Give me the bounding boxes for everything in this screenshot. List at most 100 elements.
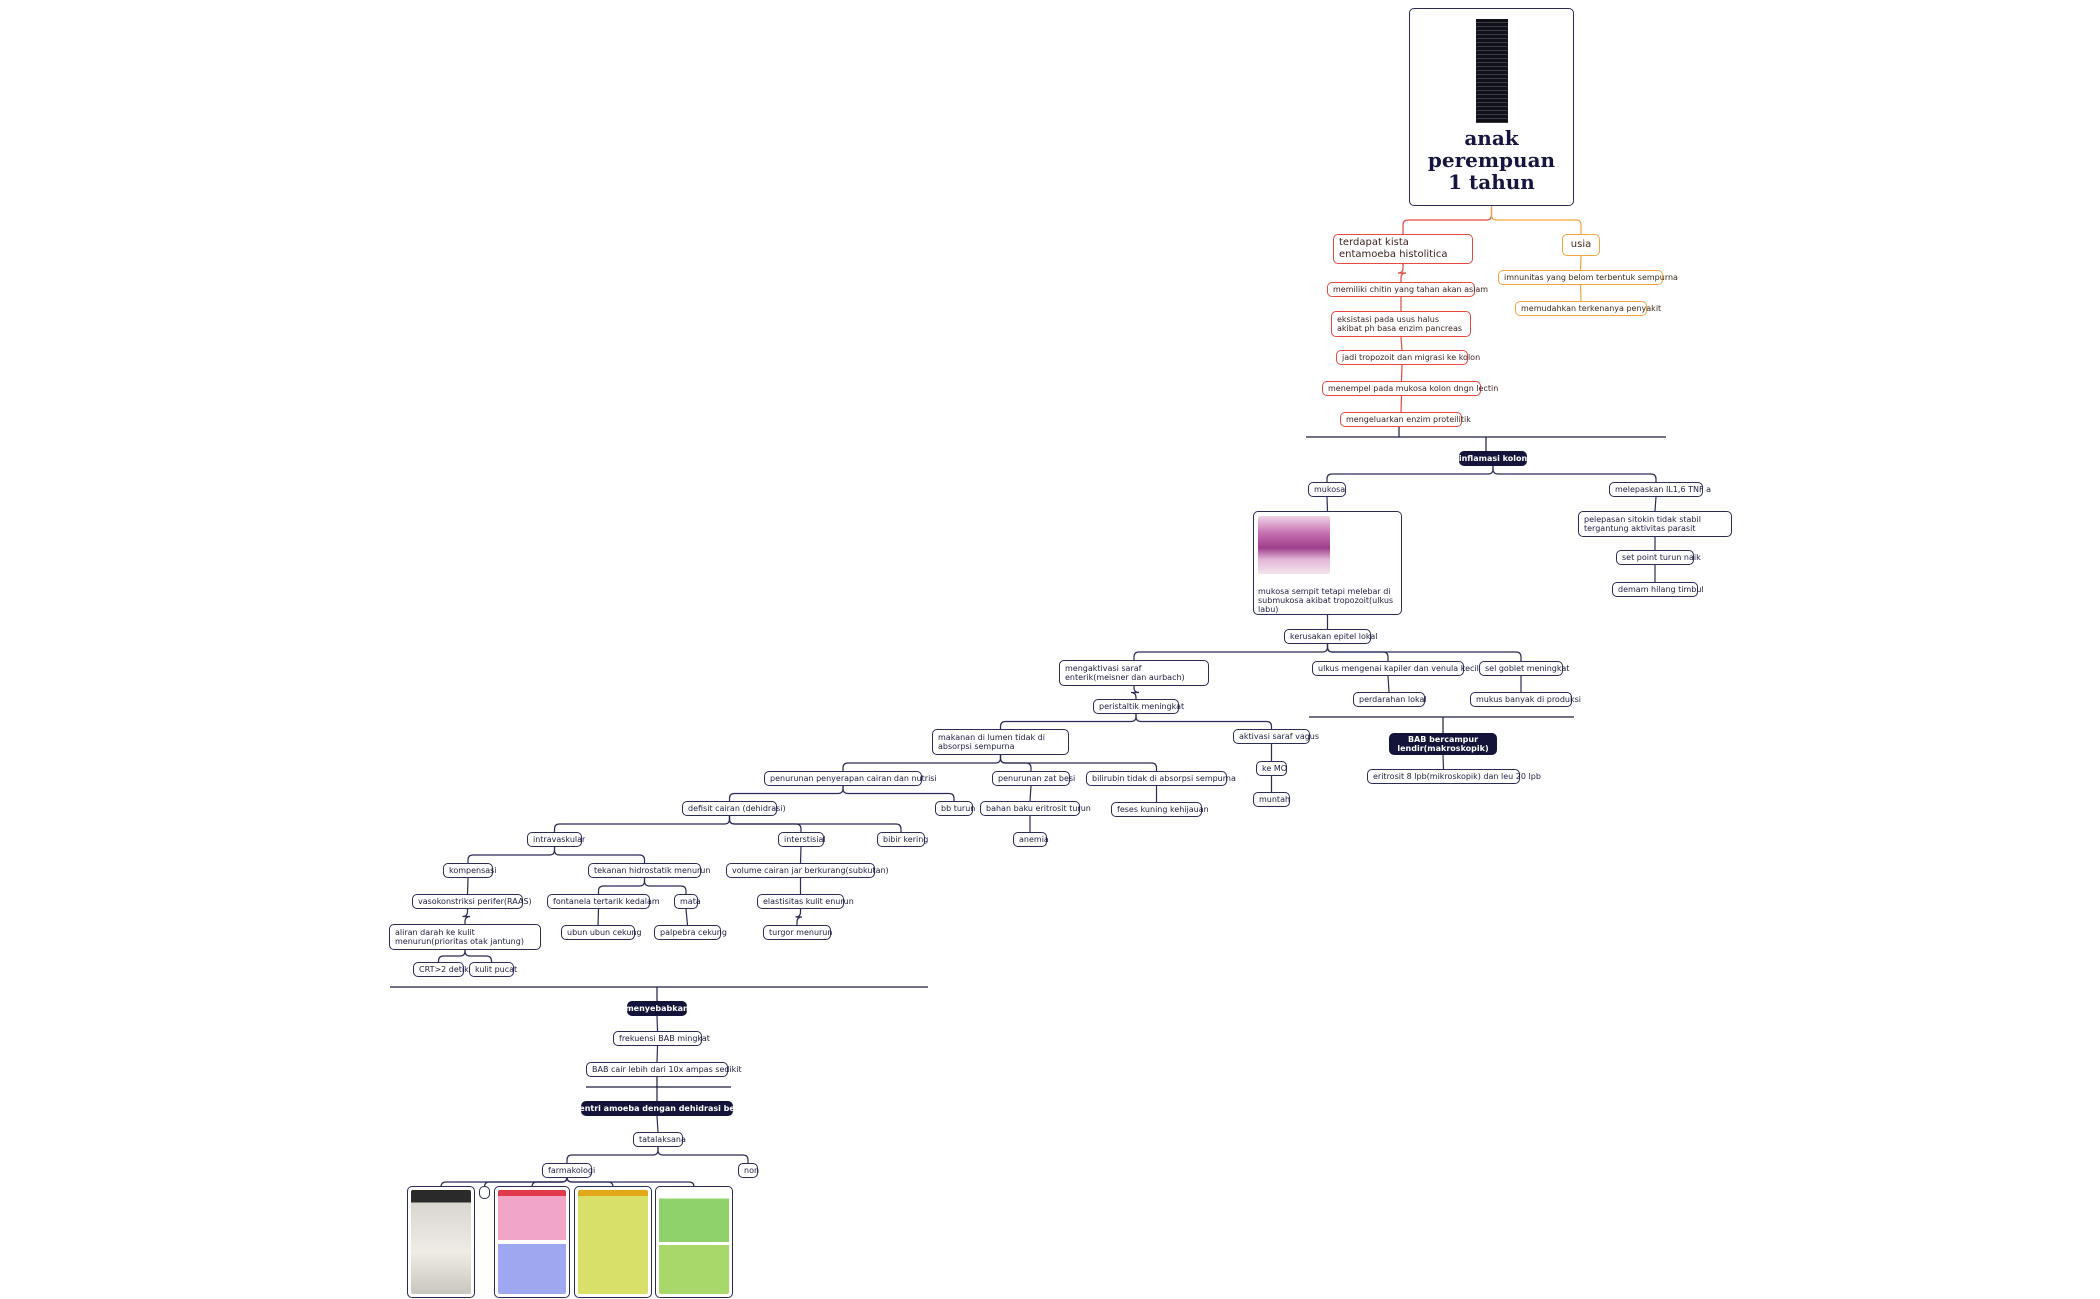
node-penurunan-cairan[interactable]: penurunan penyerapan cairan dan nutrisi — [764, 771, 937, 786]
node-kompensasi[interactable]: kompensasi — [443, 863, 497, 878]
connector-n-fontanela — [597, 878, 646, 894]
node-vasokonstriksi[interactable]: vasokonstriksi perifer(RAAS) — [412, 894, 532, 909]
node-interstisial[interactable]: interstisial — [778, 832, 826, 847]
node-memudahkan[interactable]: memudahkan terkenanya penyakit — [1515, 301, 1661, 316]
connector-n-tekanan — [553, 847, 646, 863]
connector-n-pelepasan — [1654, 496, 1657, 512]
pink-reference-card[interactable] — [494, 1186, 570, 1298]
node-feses[interactable]: feses kuning kehijauan — [1111, 802, 1209, 817]
node-bahan-baku[interactable]: bahan baku eritrosit turun — [980, 801, 1091, 816]
node-eritrosit[interactable]: eritrosit 8 lpb(mikroskopik) dan leu 20 … — [1367, 769, 1541, 784]
node-tropozoit[interactable]: jadi tropozoit dan migrasi ke kolon — [1336, 350, 1480, 365]
node-tatalaksana[interactable]: tatalaksana — [633, 1132, 686, 1147]
node-elastisitas[interactable]: elastisitas kulit enurun — [757, 894, 854, 909]
connector-n-perdarahan — [1387, 675, 1390, 693]
node-mukosa-desc[interactable]: mukosa sempit tetapi melebar di submukos… — [1253, 511, 1402, 615]
node-setpoint[interactable]: set point turun naik — [1616, 550, 1701, 565]
connector-n-kompensasi — [467, 847, 556, 863]
connector-n-memudahkan — [1579, 284, 1582, 302]
connector-n-farmakologi — [566, 1147, 659, 1163]
node-defisit[interactable]: defisit cairan (dehidrasi) — [682, 801, 786, 816]
node-fontanela[interactable]: fontanela tertarik kedalam — [547, 894, 660, 909]
connector-n-babcair — [656, 1045, 659, 1063]
node-bab-darah[interactable]: BAB bercampur lendir(makroskopik) — [1389, 733, 1497, 755]
node-intravaskular[interactable]: intravaskular — [527, 832, 585, 847]
node-bibir-kering[interactable]: bibir kering — [877, 832, 928, 847]
connector-n-goblet — [1326, 644, 1522, 661]
connector-n-defisit — [728, 786, 844, 801]
connector-n-frekuensi — [656, 1015, 659, 1032]
node-pelepasan[interactable]: pelepasan sitokin tidak stabil tergantun… — [1578, 511, 1732, 537]
yellow-reference-image — [578, 1190, 648, 1294]
connector-n-bahanbaku — [1029, 785, 1032, 802]
connector-n-ubun — [597, 908, 600, 926]
node-mukus[interactable]: mukus banyak di produksi — [1470, 692, 1581, 707]
node-penurunan-besi[interactable]: penurunan zat besi — [992, 771, 1075, 786]
node-palpebra[interactable]: palpebra cekung — [654, 925, 727, 940]
node-farmakologi[interactable]: farmakologi — [542, 1163, 595, 1178]
node-inflamasi-kolon[interactable]: inflamasi kolon — [1459, 451, 1527, 466]
connector-n-aliran — [462, 909, 471, 924]
connector-n-volume — [799, 846, 802, 864]
node-chitin[interactable]: memiliki chitin yang tahan akan asiam — [1327, 282, 1488, 297]
node-eksistasi[interactable]: eksistasi pada usus halus akibat ph basa… — [1331, 311, 1471, 337]
handwritten-note-card[interactable] — [407, 1186, 475, 1298]
node-mukosa[interactable]: mukosa — [1308, 482, 1346, 497]
node-menempel[interactable]: menempel pada mukosa kolon dngn lectin — [1322, 381, 1498, 396]
connector-n-tatalaksana — [656, 1115, 659, 1133]
node-kista[interactable]: terdapat kista entamoeba histolitica — [1333, 234, 1473, 264]
node-ulkus[interactable]: ulkus mengenai kapiler dan venula kecil — [1312, 661, 1479, 676]
connector-n-crt — [437, 950, 466, 962]
node-kulit-pucat[interactable]: kulit pucat — [469, 962, 517, 977]
connector-n-mukosa-desc — [1326, 496, 1329, 512]
node-menyebabkan[interactable]: menyebabkan — [625, 1001, 689, 1016]
yellow-reference-card[interactable] — [574, 1186, 652, 1298]
node-non[interactable]: non — [738, 1163, 759, 1178]
green-reference-card[interactable] — [655, 1186, 733, 1298]
node-mata[interactable]: mata — [674, 894, 701, 909]
node-perdarahan[interactable]: perdarahan lokal — [1353, 692, 1427, 707]
node-ke-mo[interactable]: ke MO — [1256, 761, 1287, 776]
green-reference-image — [659, 1190, 729, 1294]
node-imunitas[interactable]: imnunitas yang belom terbentuk sempurna — [1498, 270, 1678, 285]
connector-n-kista — [1402, 206, 1493, 234]
connector-n-bbturun — [842, 786, 955, 801]
node-volume[interactable]: volume cairan jar berkurang(subkutan) — [726, 863, 889, 878]
histology-image — [1258, 516, 1330, 574]
handwritten-note-image — [411, 1190, 471, 1294]
node-usia[interactable]: usia — [1562, 234, 1600, 256]
node-mengaktivasi[interactable]: mengaktivasi saraf enterik(meisner dan a… — [1059, 660, 1209, 686]
node-melepaskan[interactable]: melepaskan IL1,6 TNF a — [1609, 482, 1711, 497]
mukosa-desc-text: mukosa sempit tetapi melebar di submukos… — [1258, 587, 1394, 614]
node-bb-turun[interactable]: bb turun — [935, 801, 975, 816]
node-anemia[interactable]: anemia — [1013, 832, 1049, 847]
connector-n-menempel — [1400, 364, 1403, 382]
node-crt[interactable]: CRT>2 detik — [413, 962, 469, 977]
node-enzim[interactable]: mengeluarkan enzim proteilitik — [1340, 412, 1471, 427]
node-turgor[interactable]: turgor menurun — [763, 925, 832, 940]
node-ubun[interactable]: ubun ubun cekung — [561, 925, 642, 940]
small-card[interactable] — [479, 1186, 490, 1199]
node-bab-cair[interactable]: BAB cair lebih dari 10x ampas sedikit — [586, 1062, 742, 1077]
node-goblet[interactable]: sel goblet meningkat — [1479, 661, 1569, 676]
connector-n-melepaskan — [1492, 466, 1657, 482]
node-frekuensi[interactable]: frekuensi BAB mingkat — [613, 1031, 710, 1046]
connector-n-chitin — [1397, 264, 1407, 282]
connector-n-non — [657, 1147, 749, 1163]
node-aktivasi-vagus[interactable]: aktivasi saraf vagus — [1233, 729, 1319, 744]
node-tekanan[interactable]: tekanan hidrostatik menurun — [588, 863, 710, 878]
node-disentri[interactable]: disentri amoeba dengan dehidrasi berat — [566, 1101, 748, 1116]
node-peristaltik[interactable]: peristaltik meningkat — [1093, 699, 1184, 714]
node-bilirubin[interactable]: bilirubin tidak di absorpsi sempurna — [1086, 771, 1236, 786]
connector-n-imunitas — [1579, 255, 1582, 271]
node-muntah[interactable]: muntah — [1253, 792, 1290, 807]
pink-reference-image — [498, 1190, 566, 1294]
root-node[interactable]: anak perempuan 1 tahun — [1409, 8, 1574, 206]
node-demam[interactable]: demam hilang timbul — [1612, 582, 1704, 597]
root-title: anak perempuan 1 tahun — [1427, 126, 1556, 194]
connector-n-enzim — [1400, 395, 1403, 413]
node-kerusakan[interactable]: kerusakan epitel lokal — [1284, 629, 1378, 644]
node-makanan[interactable]: makanan di lumen tidak di absorpsi sempu… — [932, 729, 1069, 755]
node-aliran[interactable]: aliran darah ke kulit menurun(prioritas … — [389, 924, 541, 950]
